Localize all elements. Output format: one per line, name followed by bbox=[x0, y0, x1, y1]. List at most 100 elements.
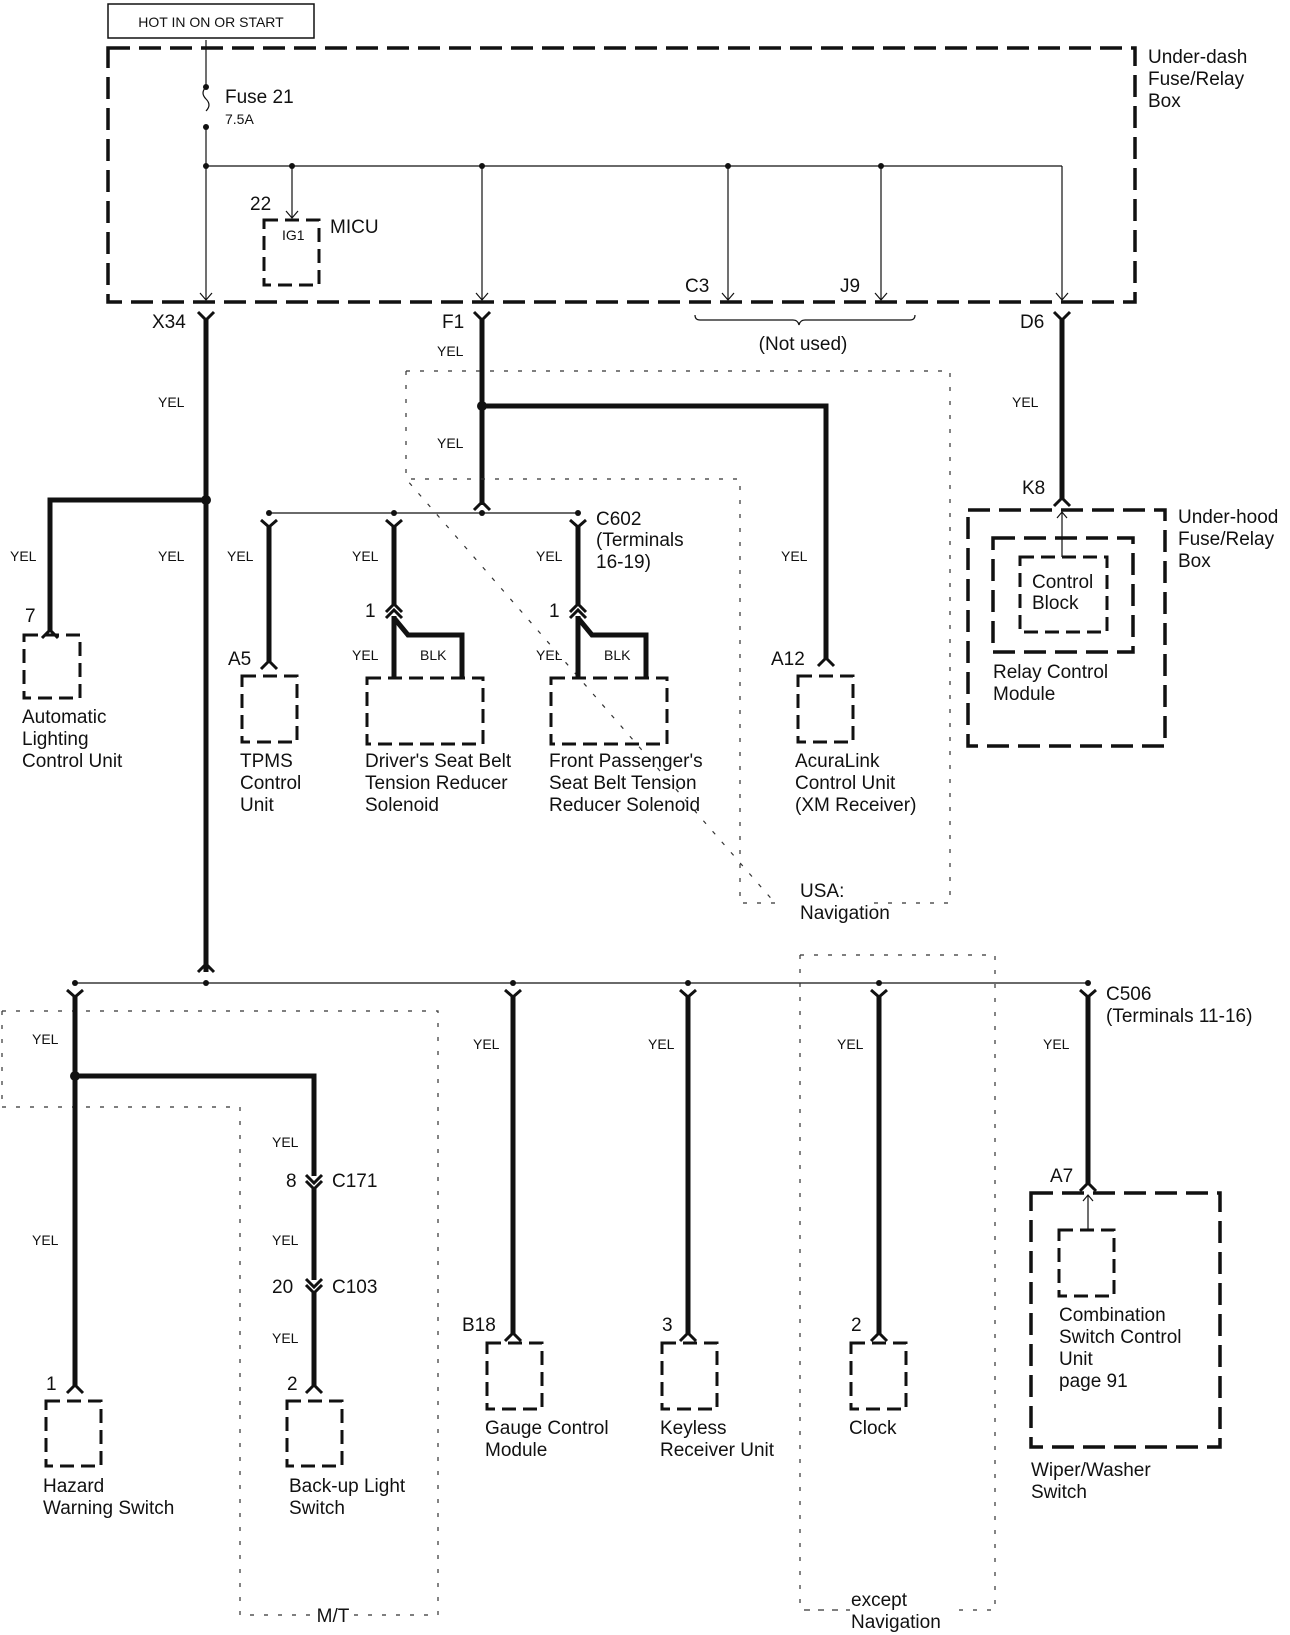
keyless-label-2: Receiver Unit bbox=[660, 1440, 775, 1461]
auto-lighting-pin: 7 bbox=[25, 606, 36, 627]
relay-control-label-1: Relay Control bbox=[993, 662, 1108, 683]
wire-color-driver-1: YEL bbox=[352, 548, 379, 564]
wire-color-passenger-ground: BLK bbox=[604, 647, 631, 663]
connector-j9: J9 bbox=[840, 276, 860, 297]
c506-terms: (Terminals 11-16) bbox=[1106, 1006, 1252, 1027]
under-hood-label-1: Under-hood bbox=[1178, 507, 1278, 528]
under-dash-fuse-relay-box: Under-dash Fuse/Relay Box bbox=[106, 46, 1247, 304]
driver-seatbelt-label-2: Tension Reducer bbox=[365, 773, 508, 794]
wiper-washer-label-2: Switch bbox=[1031, 1482, 1087, 1503]
passenger-seatbelt-label-1: Front Passenger's bbox=[549, 751, 703, 772]
wire-color-x34: YEL bbox=[158, 394, 185, 410]
wire-color-backup-2: YEL bbox=[272, 1232, 299, 1248]
under-hood-label-3: Box bbox=[1178, 551, 1211, 572]
gauge-label-2: Module bbox=[485, 1440, 547, 1461]
branch-passenger-seatbelt: YEL 1 YEL BLK Front Passenger's Seat Bel… bbox=[536, 518, 703, 816]
hazard-pin: 1 bbox=[46, 1374, 57, 1395]
driver-seatbelt-pin: 1 bbox=[365, 601, 376, 622]
branch-tpms: YEL A5 TPMS Control Unit bbox=[227, 518, 301, 816]
wire-color-f1-lower: YEL bbox=[437, 435, 464, 451]
wire-color-backup-1: YEL bbox=[272, 1134, 299, 1150]
usa-nav-label-1: USA: bbox=[800, 881, 844, 902]
wire-color-acuralink: YEL bbox=[781, 548, 808, 564]
connector-x34: X34 bbox=[152, 312, 186, 333]
combo-switch-pin: A7 bbox=[1050, 1166, 1073, 1187]
wire-color-driver-2: YEL bbox=[352, 647, 379, 663]
under-dash-label-1: Under-dash bbox=[1148, 47, 1247, 68]
except-navigation-zone: except Navigation bbox=[799, 954, 996, 1633]
except-nav-label-1: except bbox=[851, 1590, 908, 1611]
acuralink-label-1: AcuraLink bbox=[795, 751, 880, 772]
passenger-seatbelt-label-2: Seat Belt Tension bbox=[549, 773, 697, 794]
passenger-seatbelt-pin: 1 bbox=[549, 601, 560, 622]
combo-switch-label-3: Unit bbox=[1059, 1349, 1094, 1370]
keyless-pin: 3 bbox=[662, 1315, 673, 1336]
bottom-bus: C506 (Terminals 11-16) bbox=[72, 980, 1252, 1027]
c602-name: C602 bbox=[596, 509, 641, 530]
fuse-rating: 7.5A bbox=[225, 111, 254, 127]
header-title: HOT IN ON OR START bbox=[138, 14, 284, 30]
acuralink-label-3: (XM Receiver) bbox=[795, 795, 916, 816]
wire-color-backup-3: YEL bbox=[272, 1330, 299, 1346]
tpms-pin: A5 bbox=[228, 649, 251, 670]
auto-lighting-label-1: Automatic bbox=[22, 707, 106, 728]
micu: 22 IG1 MICU bbox=[250, 194, 379, 287]
c103-name: C103 bbox=[332, 1277, 377, 1298]
gauge-pin: B18 bbox=[462, 1315, 496, 1336]
wire-color-auto-lighting: YEL bbox=[10, 548, 37, 564]
wire-color-hazard-1: YEL bbox=[32, 1031, 59, 1047]
wire-color-driver-ground: BLK bbox=[420, 647, 447, 663]
wire-color-keyless: YEL bbox=[648, 1036, 675, 1052]
gauge-label-1: Gauge Control bbox=[485, 1418, 609, 1439]
wire-color-clock: YEL bbox=[837, 1036, 864, 1052]
tpms-label-1: TPMS bbox=[240, 751, 293, 772]
branch-under-hood: YEL K8 Under-hood Fuse/Relay Box Relay C… bbox=[966, 310, 1278, 748]
backup-light-label-1: Back-up Light bbox=[289, 1476, 406, 1497]
clock-pin: 2 bbox=[851, 1315, 862, 1336]
tpms-label-2: Control bbox=[240, 773, 301, 794]
auto-lighting-label-3: Control Unit bbox=[22, 751, 123, 772]
wiper-washer-label-1: Wiper/Washer bbox=[1031, 1460, 1151, 1481]
wire-color-passenger-1: YEL bbox=[536, 548, 563, 564]
wire-color-tpms: YEL bbox=[227, 548, 254, 564]
driver-seatbelt-label-3: Solenoid bbox=[365, 795, 439, 816]
under-hood-label-2: Fuse/Relay bbox=[1178, 529, 1275, 550]
wire-color-f1: YEL bbox=[437, 343, 464, 359]
branch-clock: YEL 2 Clock bbox=[837, 988, 908, 1439]
mt-label: M/T bbox=[317, 1606, 350, 1627]
usa-navigation-zone: USA: Navigation bbox=[404, 370, 951, 924]
c103-pin: 20 bbox=[272, 1277, 293, 1298]
relay-control-label-2: Module bbox=[993, 684, 1055, 705]
clock-label: Clock bbox=[849, 1418, 897, 1439]
hazard-label-2: Warning Switch bbox=[43, 1498, 174, 1519]
except-nav-label-2: Navigation bbox=[851, 1612, 941, 1633]
acuralink-pin: A12 bbox=[771, 649, 805, 670]
wire-color-combo: YEL bbox=[1043, 1036, 1070, 1052]
control-block-label-2: Block bbox=[1032, 593, 1079, 614]
not-used-brace bbox=[694, 314, 916, 326]
c171-name: C171 bbox=[332, 1171, 377, 1192]
power-source-header: HOT IN ON OR START bbox=[107, 3, 315, 39]
wire-color-x34-lower: YEL bbox=[158, 548, 185, 564]
c602-terms-1: (Terminals bbox=[596, 530, 684, 551]
combo-switch-page-ref[interactable]: page 91 bbox=[1059, 1371, 1128, 1392]
auto-lighting-label-2: Lighting bbox=[22, 729, 89, 750]
wire-color-gauge: YEL bbox=[473, 1036, 500, 1052]
backup-light-label-2: Switch bbox=[289, 1498, 345, 1519]
branch-acuralink: YEL A12 AcuraLink Control Unit (XM Recei… bbox=[482, 403, 916, 816]
internal-bus bbox=[199, 163, 1069, 301]
under-hood-pin: K8 bbox=[1022, 478, 1045, 499]
usa-nav-label-2: Navigation bbox=[800, 903, 890, 924]
c602-terms-2: 16-19) bbox=[596, 552, 651, 573]
combo-switch-label-1: Combination bbox=[1059, 1305, 1166, 1326]
branch-auto-lighting: YEL 7 Automatic Lighting Control Unit bbox=[10, 497, 206, 772]
connector-f1: F1 bbox=[442, 312, 464, 333]
micu-pin: 22 bbox=[250, 194, 271, 215]
connector-d6: D6 bbox=[1020, 312, 1044, 333]
wire-color-d6: YEL bbox=[1012, 394, 1039, 410]
connector-c3: C3 bbox=[685, 276, 709, 297]
branch-backup-light: YEL 8 C171 YEL 20 C103 YEL 2 Back-up Lig… bbox=[75, 1073, 406, 1519]
branch-gauge: YEL B18 Gauge Control Module bbox=[462, 988, 609, 1461]
control-block-label-1: Control bbox=[1032, 572, 1093, 593]
